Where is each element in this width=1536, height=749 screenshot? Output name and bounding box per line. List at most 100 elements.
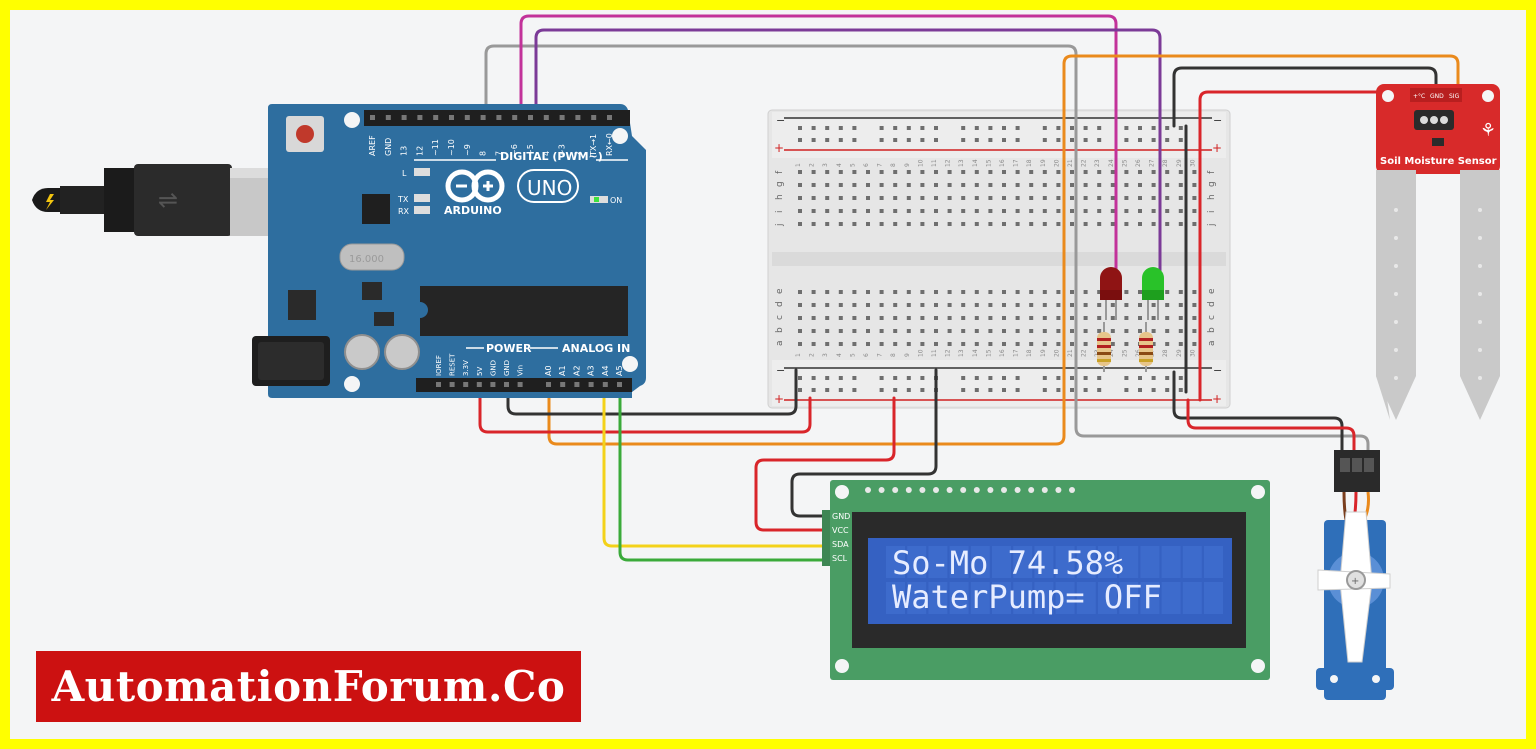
- svg-text:20: 20: [1053, 159, 1060, 167]
- svg-text:13: 13: [958, 159, 965, 167]
- svg-text:11: 11: [931, 349, 938, 357]
- svg-text:16: 16: [999, 159, 1006, 167]
- row-letter-e: e: [775, 288, 785, 294]
- row-letter-g: g: [1207, 181, 1217, 187]
- sensor-pin-vcc: +°C: [1413, 93, 1425, 100]
- lcd-character-cells: [886, 546, 1223, 614]
- svg-text:12: 12: [945, 159, 952, 167]
- svg-text:30: 30: [1189, 159, 1196, 167]
- svg-text:24: 24: [1108, 349, 1115, 357]
- power-pin-label: 3.3V: [462, 360, 470, 376]
- svg-text:17: 17: [1013, 349, 1020, 357]
- analog-pin-label: A3: [587, 365, 596, 376]
- power-pin-label: Vin: [517, 365, 525, 376]
- analog-pin-label: A4: [601, 365, 610, 376]
- l-label: L: [402, 169, 407, 178]
- digital-pin-label: ~5: [526, 144, 535, 156]
- wire-purple: [534, 28, 1162, 284]
- row-letter-b: b: [1207, 327, 1217, 333]
- power-header: POWER: [486, 342, 532, 355]
- svg-text:29: 29: [1176, 159, 1183, 167]
- svg-text:4: 4: [836, 353, 843, 357]
- digital-pin-label: ~11: [431, 139, 440, 156]
- svg-text:⚘: ⚘: [1480, 120, 1496, 141]
- svg-text:29: 29: [1176, 349, 1183, 357]
- svg-text:24: 24: [1108, 159, 1115, 167]
- svg-text:2: 2: [809, 163, 816, 167]
- row-letter-e: e: [1207, 288, 1217, 294]
- digital-pin-label: RX←0: [605, 133, 614, 156]
- lcd-pin-gnd: GND: [832, 512, 850, 521]
- row-letter-a: a: [1207, 340, 1217, 346]
- svg-text:28: 28: [1162, 159, 1169, 167]
- svg-text:23: 23: [1094, 159, 1101, 167]
- svg-text:19: 19: [1040, 159, 1047, 167]
- svg-text:22: 22: [1081, 349, 1088, 357]
- svg-text:2: 2: [809, 353, 816, 357]
- digital-pin-label: ~3: [558, 144, 567, 156]
- svg-text:14: 14: [972, 159, 979, 167]
- lcd-pin-scl: SCL: [832, 554, 848, 563]
- svg-text:5: 5: [849, 163, 856, 167]
- svg-text:21: 21: [1067, 349, 1074, 357]
- svg-text:26: 26: [1135, 349, 1142, 357]
- svg-text:25: 25: [1121, 349, 1128, 357]
- arduino-logo-text: ARDUINO: [444, 204, 502, 217]
- svg-text:7: 7: [877, 353, 884, 357]
- lcd-line-1: So-Mo 74.58%: [892, 544, 1123, 582]
- digital-pin-label: GND: [384, 138, 393, 156]
- svg-text:28: 28: [1162, 349, 1169, 357]
- svg-text:9: 9: [904, 163, 911, 167]
- sensor-pin-sig: SIG: [1449, 93, 1460, 100]
- row-letter-b: b: [775, 327, 785, 333]
- svg-text:18: 18: [1026, 349, 1033, 357]
- lcd-pin-sda: SDA: [832, 540, 849, 549]
- red-led: [1100, 267, 1122, 320]
- green-led: [1142, 267, 1164, 320]
- row-letter-d: d: [1207, 301, 1217, 307]
- svg-text:18: 18: [1026, 159, 1033, 167]
- row-letter-a: a: [775, 340, 785, 346]
- watermark-text: AutomationForum.Co: [51, 662, 566, 711]
- digital-pin-label: TX→1: [589, 134, 598, 157]
- svg-text:14: 14: [972, 349, 979, 357]
- analog-pin-label: A5: [615, 365, 624, 376]
- svg-text:+: +: [1212, 392, 1222, 406]
- sensor-pin-gnd: GND: [1430, 93, 1444, 100]
- lcd-module: So-Mo 74.58% WaterPump= OFF GND VCC SDA …: [822, 480, 1270, 680]
- svg-text:19: 19: [1040, 349, 1047, 357]
- tx-label: TX: [397, 195, 409, 204]
- svg-text:+: +: [1212, 141, 1222, 155]
- row-letter-d: d: [775, 301, 785, 307]
- digital-pin-label: ~6: [510, 144, 519, 156]
- svg-text:12: 12: [945, 349, 952, 357]
- rx-label: RX: [398, 207, 410, 216]
- wire-yellow-sda: [602, 378, 828, 548]
- row-letter-c: c: [775, 315, 785, 320]
- svg-text:20: 20: [1053, 349, 1060, 357]
- wire-black-sensor: [1172, 66, 1438, 128]
- servo-motor: +: [1316, 450, 1394, 700]
- svg-text:5: 5: [849, 353, 856, 357]
- svg-text:−: −: [776, 114, 785, 127]
- digital-pin-label: 12: [415, 146, 424, 156]
- svg-text:1: 1: [795, 163, 802, 167]
- wire-red-vcc: [754, 396, 896, 532]
- row-letter-j: j: [1207, 223, 1217, 227]
- svg-text:15: 15: [985, 349, 992, 357]
- svg-text:3: 3: [822, 353, 829, 357]
- svg-text:8: 8: [890, 353, 897, 357]
- wire-green-scl: [618, 378, 828, 562]
- svg-text:⇌: ⇌: [158, 186, 178, 214]
- svg-text:−: −: [1213, 364, 1222, 377]
- row-letter-f: f: [1207, 170, 1217, 174]
- digital-pin-label: ~9: [463, 144, 472, 156]
- svg-text:16: 16: [999, 349, 1006, 357]
- wires: [478, 14, 1460, 562]
- watermark-banner: AutomationForum.Co: [36, 651, 581, 722]
- svg-text:+: +: [774, 392, 784, 406]
